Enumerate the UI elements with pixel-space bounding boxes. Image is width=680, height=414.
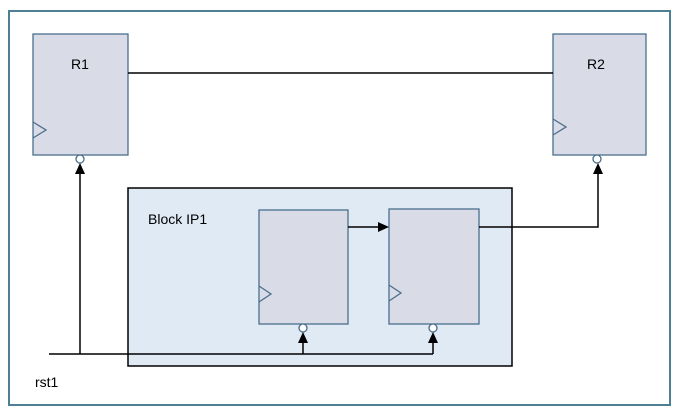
reset-bubble-icon — [298, 323, 308, 333]
reset-bubble-icon — [592, 154, 602, 164]
reset-bubble-icon — [75, 154, 85, 164]
wire-ip-b-to-r2-reset — [479, 174, 599, 228]
rst1-label: rst1 — [35, 374, 59, 390]
register-r1: R1 — [32, 33, 129, 164]
reset-bubble-icon — [428, 323, 438, 333]
clock-triangle-icon — [388, 284, 403, 302]
register-r2: R2 — [552, 33, 647, 164]
clock-triangle-icon — [32, 121, 48, 139]
clock-triangle-icon — [258, 285, 273, 303]
register-ip-a — [258, 209, 349, 333]
arrowhead-icon — [593, 163, 603, 174]
register-r1-box — [32, 33, 129, 156]
register-r2-label: R2 — [587, 56, 605, 72]
register-ip-b — [388, 208, 480, 333]
arrowhead-icon — [298, 332, 308, 343]
arrowheads — [75, 163, 603, 343]
arrowhead-icon — [75, 163, 85, 174]
wires — [49, 72, 599, 355]
register-r1-label: R1 — [71, 56, 89, 72]
register-ip-a-box — [258, 209, 349, 325]
arrowhead-icon — [378, 222, 389, 232]
register-r2-box — [552, 33, 647, 156]
clock-triangle-icon — [552, 118, 568, 136]
block-ip1-label: Block IP1 — [148, 211, 207, 227]
arrowhead-icon — [428, 332, 438, 343]
register-ip-b-box — [388, 208, 480, 325]
